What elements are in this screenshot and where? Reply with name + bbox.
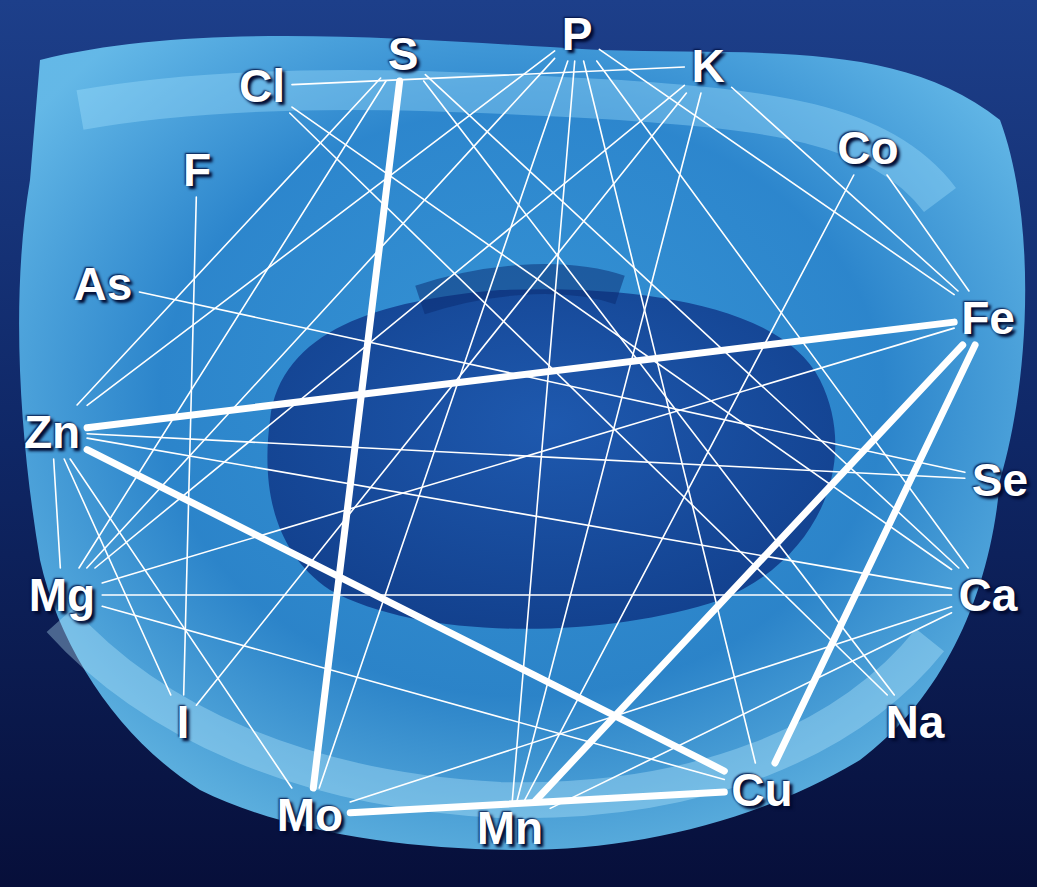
element-label: Cu (726, 765, 797, 815)
link-line (139, 292, 964, 472)
element-label: Mn (472, 803, 548, 853)
link-line (95, 85, 684, 568)
element-label: S (383, 29, 424, 79)
link-line (599, 49, 954, 294)
element-symbol: Na (886, 699, 945, 745)
link-line (70, 459, 292, 788)
link-line (424, 81, 895, 695)
link-line (102, 606, 724, 779)
element-symbol: Fe (961, 295, 1015, 341)
element-label: Cl (234, 61, 290, 111)
element-symbol: As (74, 261, 133, 307)
link-line (512, 61, 574, 801)
element-symbol: Zn (24, 409, 80, 455)
element-label: Se (967, 455, 1033, 505)
element-label: Mo (272, 790, 348, 840)
strong-link (87, 450, 724, 771)
link-line (319, 61, 568, 788)
link-line (102, 594, 951, 596)
link-line (597, 61, 968, 568)
element-label: P (557, 9, 598, 59)
element-symbol: Ca (959, 572, 1018, 618)
element-label: Na (881, 697, 950, 747)
element-label: K (686, 41, 729, 91)
strong-link (535, 345, 962, 801)
link-line (184, 197, 197, 695)
element-label: Mg (24, 570, 100, 620)
element-symbol: S (388, 31, 419, 77)
strong-link (775, 345, 975, 763)
element-symbol: P (562, 11, 593, 57)
link-line (79, 81, 386, 568)
element-label: As (69, 259, 138, 309)
element-symbol: F (183, 147, 211, 193)
link-line (87, 51, 555, 405)
element-symbol: Se (972, 457, 1028, 503)
link-line (77, 78, 381, 405)
element-symbol: Mg (29, 572, 95, 618)
link-line (102, 328, 954, 583)
link-line (54, 459, 61, 568)
element-symbol: I (177, 699, 190, 745)
link-line (732, 87, 958, 291)
link-line (290, 113, 888, 695)
element-symbol: Cl (239, 63, 285, 109)
element-symbol: Co (837, 125, 898, 171)
element-symbol: Mo (277, 792, 343, 838)
link-line (887, 175, 969, 291)
strong-link (313, 81, 399, 788)
element-label: Fe (956, 293, 1020, 343)
element-symbol: Cu (731, 767, 792, 813)
link-line (350, 607, 951, 802)
element-label: F (178, 145, 216, 195)
element-symbol: Mn (477, 805, 543, 851)
element-symbol: K (691, 43, 724, 89)
element-label: Ca (954, 570, 1023, 620)
link-line (87, 58, 555, 568)
link-line (425, 75, 958, 568)
link-line (524, 175, 854, 801)
element-label: Co (832, 123, 903, 173)
link-line (87, 438, 952, 589)
link-line (196, 93, 686, 705)
link-line (292, 67, 684, 85)
element-label: Zn (19, 407, 85, 457)
element-label: I (172, 697, 195, 747)
